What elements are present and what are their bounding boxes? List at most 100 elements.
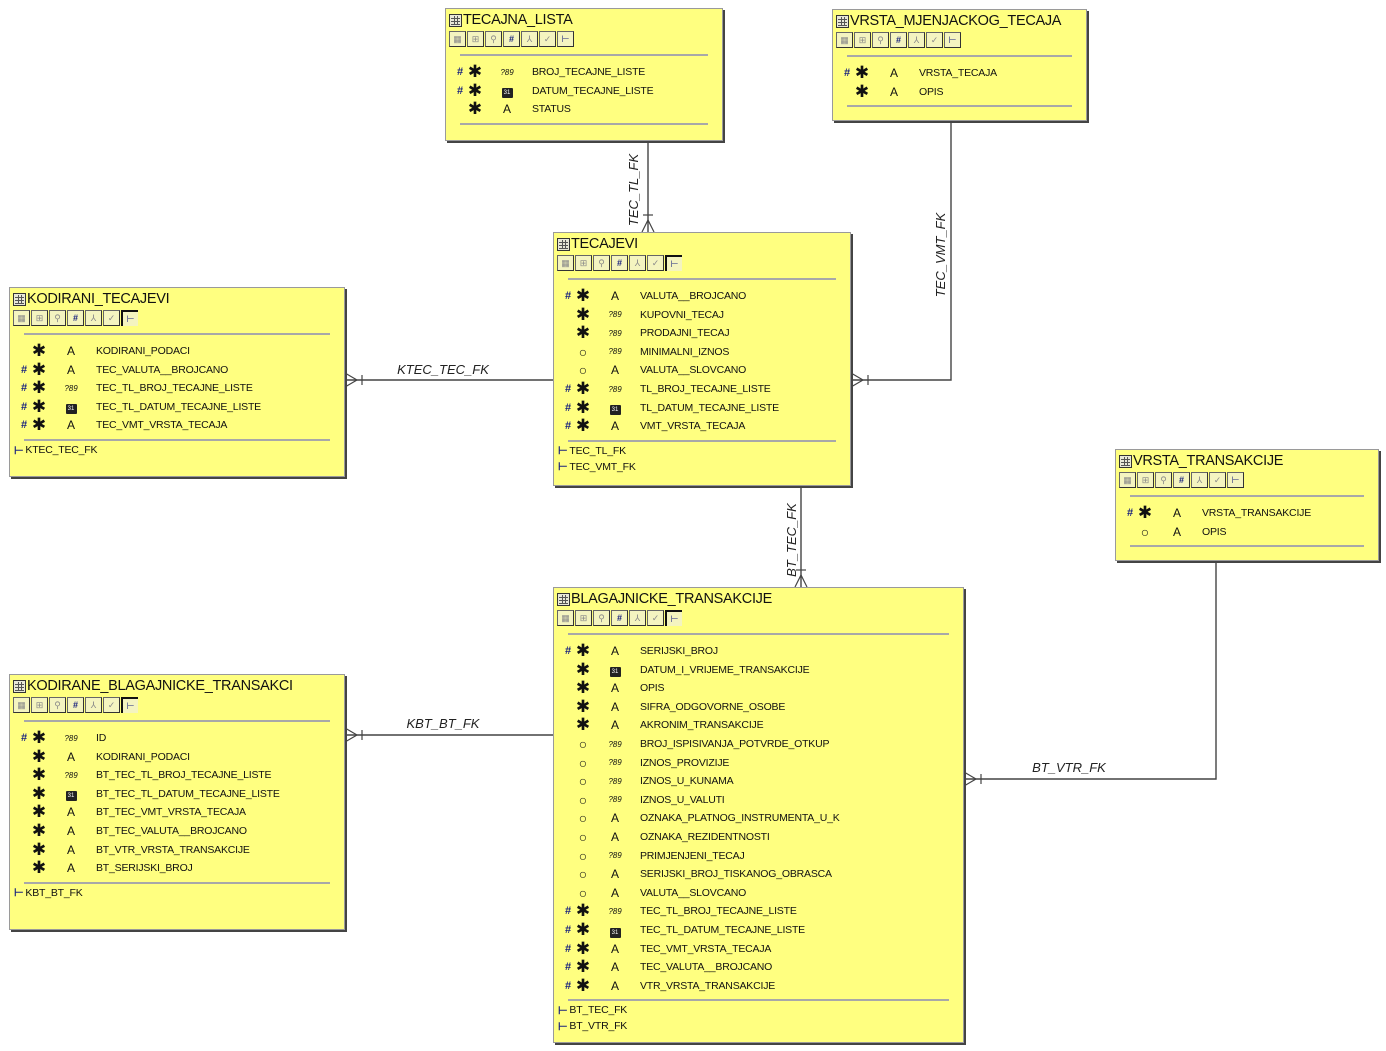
hash-toggle-button[interactable]: # <box>67 310 84 326</box>
binoculars-toggle-button[interactable]: ⚲ <box>593 610 610 626</box>
foreign-key-row[interactable]: ⊢BT_VTR_FK <box>558 1018 627 1034</box>
hash-toggle-button[interactable]: # <box>503 31 520 47</box>
relationship-kbt-bt-fk[interactable]: KBT_BT_FK <box>344 716 553 743</box>
fk-toggle-button[interactable]: ⊢ <box>665 610 682 626</box>
indexes-toggle-button[interactable]: ⊞ <box>854 32 871 48</box>
columns-toggle-button[interactable]: ▦ <box>13 697 30 713</box>
binoculars-toggle-button[interactable]: ⚲ <box>593 255 610 271</box>
fk-toggle-button[interactable]: ⊢ <box>121 310 138 326</box>
check-toggle-button[interactable]: ✓ <box>647 255 664 271</box>
indexes-toggle-button[interactable]: ⊞ <box>575 610 592 626</box>
binoculars-toggle-button[interactable]: ⚲ <box>49 697 66 713</box>
relationship-bt-vtr-fk[interactable]: BT_VTR_FK <box>963 561 1217 787</box>
indexes-toggle-button[interactable]: ⊞ <box>575 255 592 271</box>
relations-toggle-button[interactable]: ⅄ <box>629 255 646 271</box>
check-toggle-button[interactable]: ✓ <box>103 697 120 713</box>
fk-toggle-button[interactable]: ⊢ <box>944 32 961 48</box>
check-toggle-button[interactable]: ✓ <box>103 310 120 326</box>
hash-toggle-button[interactable]: # <box>611 610 628 626</box>
relations-toggle-button[interactable]: ⅄ <box>908 32 925 48</box>
columns-toggle-button[interactable]: ▦ <box>13 310 30 326</box>
foreign-key-row[interactable]: ⊢TEC_TL_FK <box>558 443 626 459</box>
columns-toggle-button[interactable]: ▦ <box>557 610 574 626</box>
relations-toggle-button[interactable]: ⅄ <box>85 697 102 713</box>
columns-toggle-button[interactable]: ▦ <box>557 255 574 271</box>
binoculars-toggle-button[interactable]: ⚲ <box>49 310 66 326</box>
binoculars-toggle-button[interactable]: ⚲ <box>485 31 502 47</box>
entity-kodirane-blagajnicke-transakci[interactable]: KODIRANE_BLAGAJNICKE_TRANSAKCI▦⊞⚲#⅄✓⊢#✱?… <box>9 674 345 930</box>
columns-toggle-button[interactable]: ▦ <box>1119 472 1136 488</box>
indexes-toggle-button[interactable]: ⊞ <box>467 31 484 47</box>
relations-toggle-button[interactable]: ⅄ <box>1191 472 1208 488</box>
fk-toggle-button[interactable]: ⊢ <box>557 31 574 47</box>
fk-toggle-button[interactable]: ⊢ <box>121 697 138 713</box>
relationship-bt-tec-fk[interactable]: BT_TEC_FK <box>784 486 808 588</box>
fk-toggle-button[interactable]: ⊢ <box>1227 472 1244 488</box>
hash-toggle-button[interactable]: # <box>611 255 628 271</box>
columns-toggle-button[interactable]: ▦ <box>449 31 466 47</box>
foreign-key-row[interactable]: ⊢KTEC_TEC_FK <box>14 442 97 458</box>
columns-toggle-button[interactable]: ▦ <box>836 32 853 48</box>
relations-toggle-button[interactable]: ⅄ <box>629 610 646 626</box>
check-toggle-button[interactable]: ✓ <box>539 31 556 47</box>
relations-toggle-button[interactable]: ⅄ <box>85 310 102 326</box>
relationship-ktec-tec-fk[interactable]: KTEC_TEC_FK <box>344 362 553 388</box>
check-toggle-button[interactable]: ✓ <box>1209 472 1226 488</box>
indexes-toggle-button[interactable]: ⊞ <box>31 697 48 713</box>
fk-toggle-button[interactable]: ⊢ <box>665 255 682 271</box>
foreign-key-row[interactable]: ⊢KBT_BT_FK <box>14 885 83 901</box>
indexes-toggle-button[interactable]: ⊞ <box>31 310 48 326</box>
binoculars-toggle-button[interactable]: ⚲ <box>1155 472 1172 488</box>
indexes-toggle-button[interactable]: ⊞ <box>1137 472 1154 488</box>
foreign-key-row[interactable]: ⊢TEC_VMT_FK <box>558 459 636 475</box>
hash-toggle-button[interactable]: # <box>67 697 84 713</box>
hash-toggle-button[interactable]: # <box>890 32 907 48</box>
